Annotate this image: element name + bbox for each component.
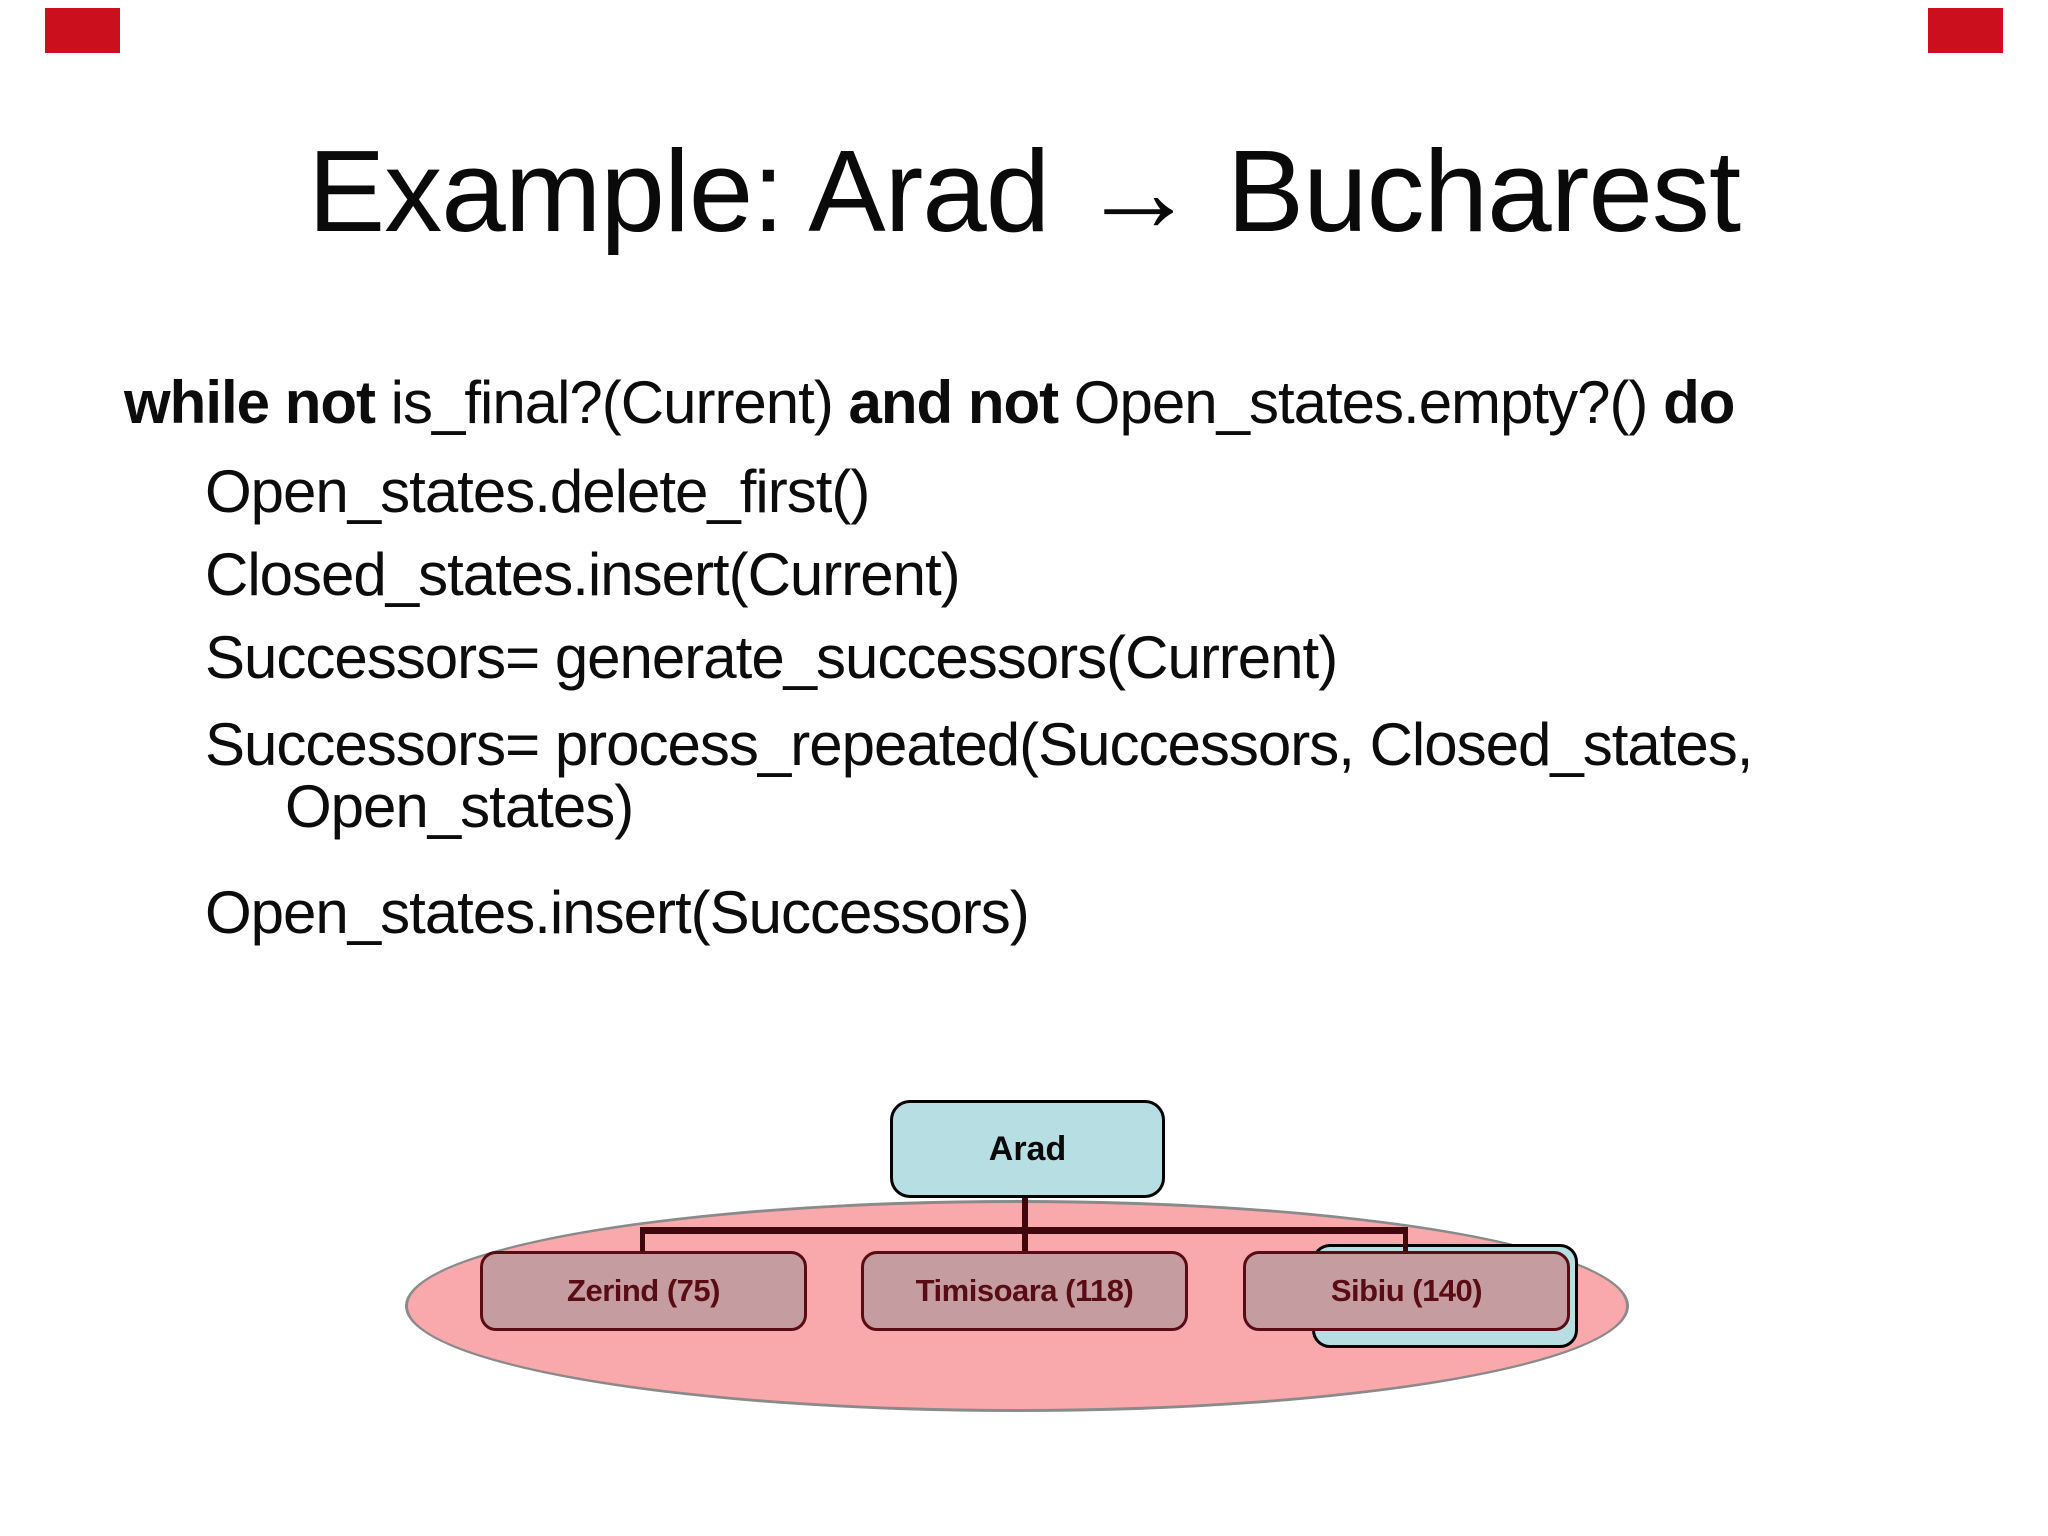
tree-node-sibiu-label: Sibiu (140) [1330,1273,1483,1308]
keyword-and-not: and not [848,369,1074,436]
code-condition-1: is_final?(Current) [390,369,849,436]
code-line-generate-successors: Successors= generate_successors(Current) [205,624,1338,691]
tree-node-timisoara: Timisoara (118) [861,1251,1188,1331]
red-marker-right [1928,8,2003,53]
code-line-closed-insert: Closed_states.insert(Current) [205,541,961,608]
tree-node-zerind-label: Zerind (75) [567,1273,720,1308]
code-line-while: while not is_final?(Current) and not Ope… [124,373,1735,433]
code-line-delete-first: Open_states.delete_first() [205,458,870,525]
connector-drop-sibiu [1403,1227,1408,1254]
keyword-do: do [1663,369,1735,436]
connector-drop-zerind [640,1227,645,1254]
code-line-open-insert: Open_states.insert(Successors) [205,879,1030,946]
tree-node-arad: Arad [890,1100,1165,1198]
connector-arad-to-timisoara [1022,1196,1028,1254]
tree-node-arad-label: Arad [988,1129,1067,1168]
code-line-open-states-continuation: Open_states) [285,773,634,840]
tree-node-zerind: Zerind (75) [480,1251,807,1331]
tree-node-sibiu: Sibiu (140) [1243,1251,1570,1331]
slide-title: Example: Arad → Bucharest [307,126,1741,256]
tree-node-timisoara-label: Timisoara (118) [915,1273,1134,1308]
red-marker-left [45,8,120,53]
keyword-while-not: while not [124,369,391,436]
code-line-process-repeated: Successors= process_repeated(Successors,… [205,711,1753,778]
code-condition-2: Open_states.empty?() [1073,369,1664,436]
